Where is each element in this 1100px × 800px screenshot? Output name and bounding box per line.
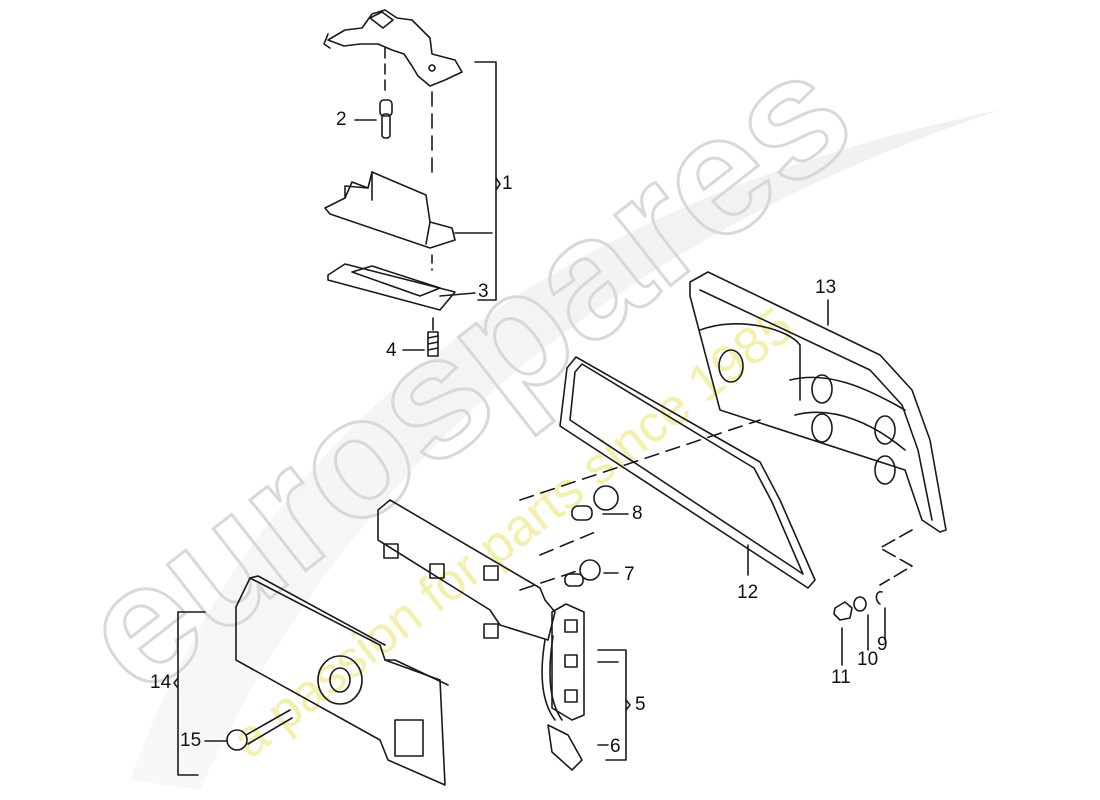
callout-3: 3 [478, 281, 489, 302]
callout-10: 10 [857, 649, 879, 670]
callout-4: 4 [386, 340, 397, 361]
callout-11: 11 [831, 667, 851, 688]
callout-14: 14 [150, 672, 172, 693]
screw-15 [204, 709, 293, 751]
callout-2: 2 [336, 109, 347, 130]
watermark-swoosh [130, 110, 1000, 790]
callout-1: 1 [502, 173, 513, 194]
fasteners-9-10-11 [833, 590, 886, 666]
connector-6 [541, 635, 609, 771]
bulb-2 [354, 99, 393, 139]
circuit-board-5 [551, 603, 631, 761]
callout-9: 9 [877, 634, 888, 655]
gasket-plate-3 [327, 263, 476, 311]
license-light-bracket [323, 9, 463, 181]
screw-4 [402, 317, 439, 357]
callout-15: 15 [180, 730, 202, 751]
light-lens-housing [324, 171, 493, 271]
seal-gasket-12 [559, 356, 816, 589]
callout-5: 5 [635, 694, 646, 715]
callout-bracket-1 [474, 61, 497, 301]
tail-lamp-housing-13 [689, 271, 947, 533]
callout-13: 13 [815, 277, 837, 298]
bulb-8 [571, 485, 629, 521]
callout-7: 7 [624, 564, 635, 585]
bulb-7 [564, 559, 619, 587]
callout-6: 6 [610, 736, 621, 757]
callout-8: 8 [632, 503, 643, 524]
bulb-holder-plate [377, 499, 556, 641]
callout-12: 12 [737, 582, 759, 603]
cover-14 [173, 575, 449, 786]
